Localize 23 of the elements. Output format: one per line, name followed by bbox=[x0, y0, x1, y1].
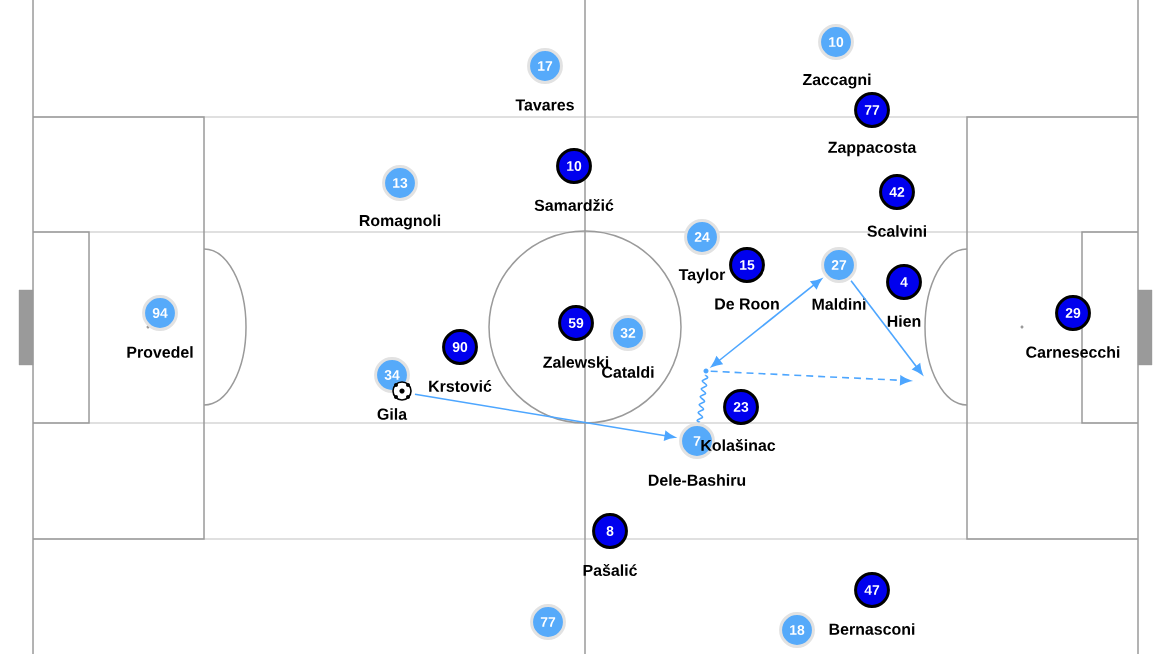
player-name: Bernasconi bbox=[829, 623, 915, 635]
player-name: Taylor bbox=[678, 268, 726, 284]
player-name: Maldini bbox=[812, 298, 866, 310]
player-name: Gila bbox=[377, 408, 408, 420]
player-name: Provedel bbox=[127, 346, 193, 358]
player-name: Scalvini bbox=[867, 225, 926, 237]
arrow bbox=[711, 278, 822, 368]
arrow bbox=[850, 280, 923, 375]
player-name: De Roon bbox=[715, 298, 779, 310]
player-name: Krstović bbox=[429, 380, 492, 392]
player-name: Dele-Bashiru bbox=[648, 474, 746, 486]
player-name: Zaccagni bbox=[802, 73, 871, 89]
player-name: Romagnoli bbox=[359, 214, 441, 230]
player-name: Samardžić bbox=[534, 198, 614, 212]
player-name: Zalewski bbox=[543, 356, 609, 368]
player-name: Hien bbox=[887, 315, 921, 327]
player-name: Zappacosta bbox=[828, 141, 917, 157]
player-name: Cataldi bbox=[602, 366, 654, 378]
player-name: Pašalić bbox=[583, 563, 637, 576]
player-name: Tavares bbox=[515, 99, 574, 111]
player-name: Carnesecchi bbox=[1026, 346, 1120, 358]
arrow bbox=[414, 393, 676, 441]
arrow bbox=[709, 370, 911, 386]
